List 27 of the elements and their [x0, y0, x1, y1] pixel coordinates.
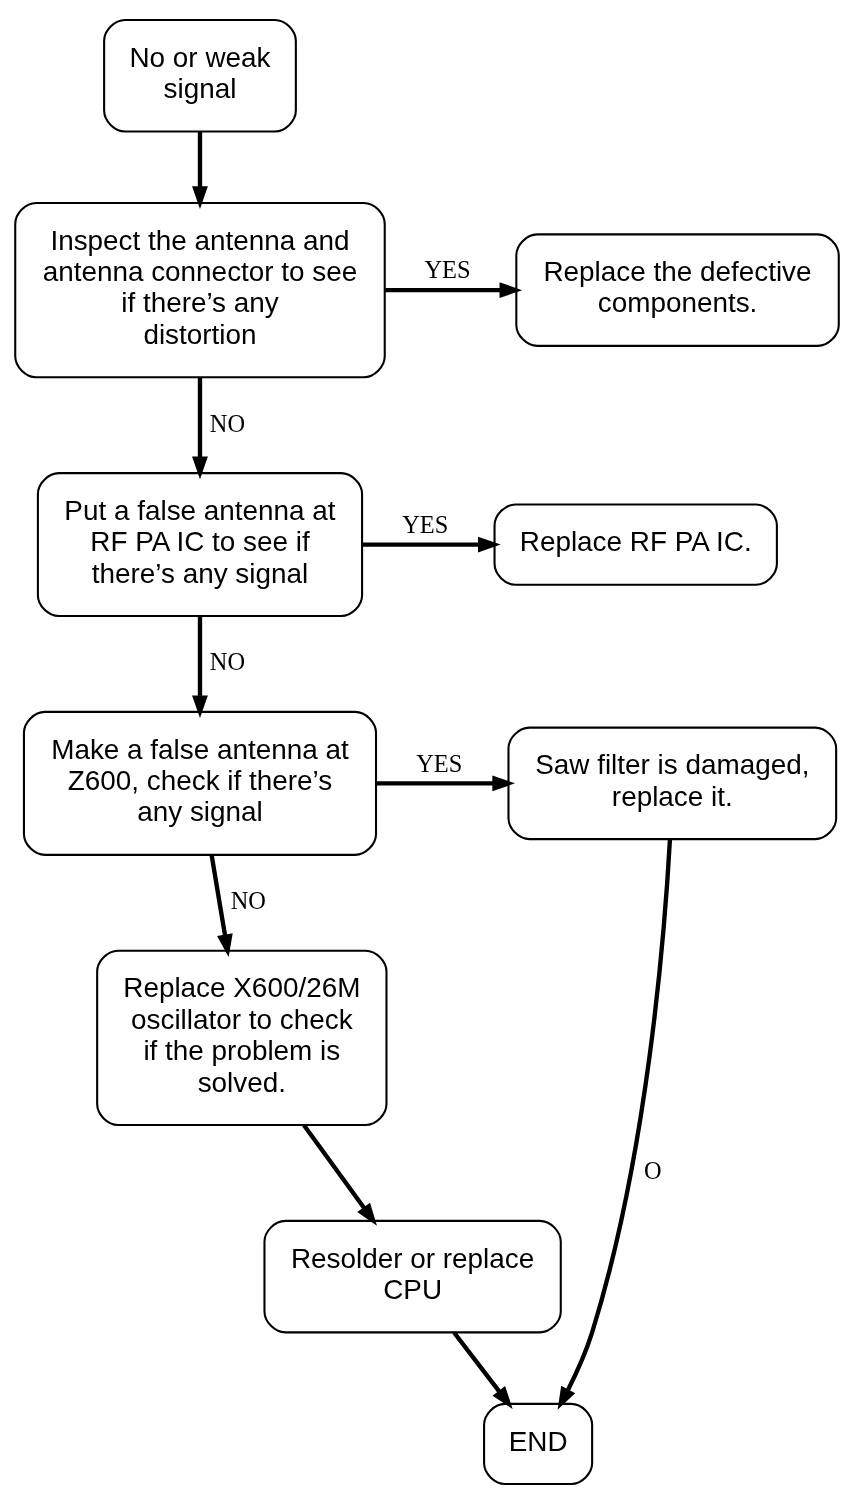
edge-label: YES [416, 749, 463, 777]
node-box: Put a false antenna at RF PA IC to see if there’s any signal [36, 472, 364, 618]
arrow [192, 616, 208, 719]
arrow [385, 282, 523, 299]
arrow [209, 854, 233, 957]
arrow [452, 1331, 513, 1409]
node-box: Saw filter is damaged, replace it. [507, 726, 838, 841]
arrow [302, 1123, 377, 1226]
node-box: Inspect the antenna and antenna connector to see if there’s any distortion [14, 201, 386, 379]
edge-label: NO [209, 648, 246, 676]
arrow [376, 775, 516, 792]
arrow [192, 377, 208, 480]
edge-label: NO [230, 887, 266, 915]
arrow [557, 839, 673, 1410]
edge-label: YES [402, 510, 449, 538]
arrow [362, 536, 501, 553]
node-box: Replace RF PA IC. [493, 503, 778, 586]
arrow [192, 131, 208, 209]
node-box: No or weak signal [103, 18, 297, 133]
edge-label: O [643, 1157, 662, 1185]
node-box: Replace the defective components. [515, 233, 840, 347]
node-box: Make a false antenna at Z600, check if there’s any signal [22, 710, 378, 856]
edge-label: NO [209, 409, 246, 437]
node-box: Replace X600/26M oscillator to check if the problem is solved. [96, 949, 388, 1127]
node-box: END [483, 1402, 594, 1486]
node-box: Resolder or replace CPU [263, 1219, 562, 1334]
edge-label: YES [424, 256, 471, 284]
